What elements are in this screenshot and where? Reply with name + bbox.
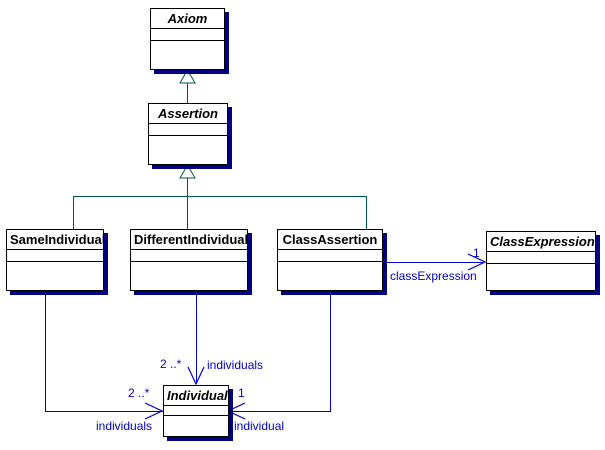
class-operations-sameindividual	[7, 262, 103, 290]
association-role-label-individuals-same: individuals	[96, 419, 153, 433]
generalization-line-assertion-axiom	[187, 83, 188, 103]
class-box-sameindividual[interactable]: SameIndividual	[6, 229, 104, 291]
class-attributes-axiom	[151, 29, 224, 41]
association-line-individual-horizontal	[229, 411, 331, 412]
class-name-assertion: Assertion	[149, 104, 227, 124]
class-box-classexpression[interactable]: ClassExpression	[486, 231, 596, 291]
generalization-distribution-bar	[73, 196, 366, 197]
class-attributes-classexpression	[487, 252, 595, 264]
class-attributes-sameindividual	[7, 250, 103, 262]
generalization-drop-sameindividual	[73, 196, 74, 229]
class-name-individual: Individual	[164, 386, 228, 406]
association-multiplicity-individuals-different: 2 ..*	[160, 357, 182, 371]
class-operations-individual	[164, 416, 228, 436]
association-line-individual-vertical	[330, 291, 331, 412]
generalization-drop-classassertion	[366, 196, 367, 229]
class-attributes-classassertion	[278, 250, 382, 262]
association-multiplicity-individual: 1	[238, 386, 245, 400]
association-arrowhead-individuals-different	[187, 366, 205, 386]
class-attributes-individual	[164, 406, 228, 416]
class-name-axiom: Axiom	[151, 9, 224, 29]
class-operations-classexpression	[487, 264, 595, 290]
class-attributes-assertion	[149, 124, 227, 136]
class-box-individual[interactable]: Individual	[163, 385, 229, 437]
association-arrowhead-individuals-same	[144, 402, 164, 420]
association-role-label-individuals-different: individuals	[207, 358, 264, 372]
class-operations-classassertion	[278, 262, 382, 290]
association-multiplicity-classexpression: 1	[473, 246, 480, 260]
class-attributes-differentindividuals	[131, 250, 247, 262]
class-name-differentindividuals: DifferentIndividuals	[131, 230, 247, 250]
generalization-triangle-axiom	[179, 68, 196, 84]
class-name-sameindividual: SameIndividual	[7, 230, 103, 250]
association-arrowhead-classexpression	[467, 253, 487, 271]
association-line-individuals-different	[196, 291, 197, 383]
association-multiplicity-individuals-same: 2 ..*	[128, 386, 150, 400]
association-line-classexpression	[383, 262, 483, 263]
association-role-label-individual: individual	[234, 419, 285, 433]
class-box-classassertion[interactable]: ClassAssertion	[277, 229, 383, 291]
class-name-classexpression: ClassExpression	[487, 232, 595, 252]
association-line-individuals-same-horizontal	[45, 411, 163, 412]
generalization-drop-differentindividuals	[187, 196, 188, 229]
generalization-triangle-assertion	[179, 163, 196, 179]
class-operations-differentindividuals	[131, 262, 247, 290]
generalization-stem-assertion	[187, 178, 188, 203]
class-operations-axiom	[151, 41, 224, 69]
association-role-label-classexpression: classExpression	[390, 269, 477, 283]
class-box-differentindividuals[interactable]: DifferentIndividuals	[130, 229, 248, 291]
class-operations-assertion	[149, 136, 227, 164]
class-box-assertion[interactable]: Assertion	[148, 103, 228, 165]
association-line-individuals-same-vertical	[45, 291, 46, 412]
class-name-classassertion: ClassAssertion	[278, 230, 382, 250]
class-box-axiom[interactable]: Axiom	[150, 8, 225, 70]
